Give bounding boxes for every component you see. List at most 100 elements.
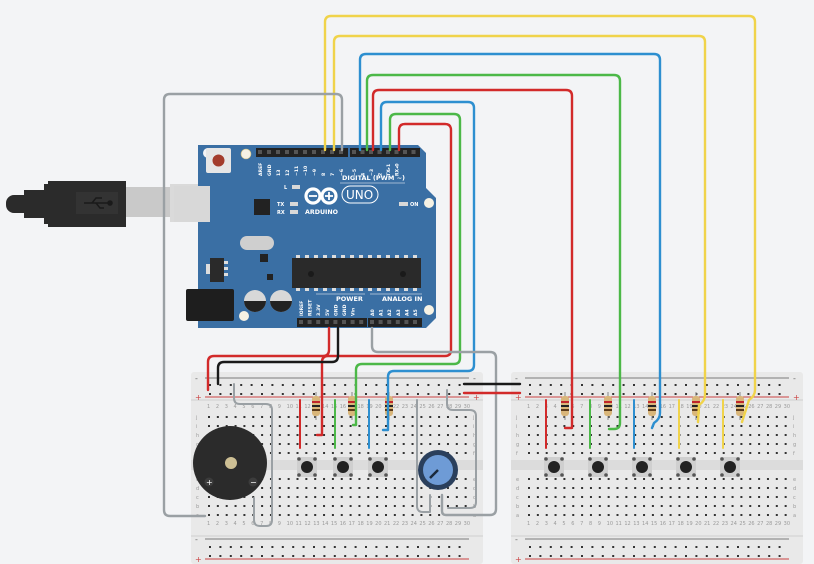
header-pin[interactable] (411, 150, 416, 154)
rail-hole[interactable] (560, 546, 563, 548)
rail-hole[interactable] (458, 393, 461, 395)
terminal-hole[interactable] (722, 452, 725, 454)
rail-hole[interactable] (591, 384, 594, 386)
terminal-hole[interactable] (669, 416, 672, 418)
terminal-hole[interactable] (775, 514, 778, 516)
header-pin[interactable] (394, 150, 399, 154)
rail-hole[interactable] (601, 393, 604, 395)
terminal-hole[interactable] (731, 478, 734, 480)
terminal-hole[interactable] (528, 443, 530, 445)
terminal-hole[interactable] (731, 416, 734, 418)
terminal-hole[interactable] (687, 434, 690, 436)
terminal-hole[interactable] (429, 425, 432, 427)
terminal-hole[interactable] (464, 416, 467, 418)
rail-hole[interactable] (292, 384, 295, 386)
rail-hole[interactable] (219, 393, 222, 395)
terminal-hole[interactable] (758, 443, 761, 445)
piezo-buzzer[interactable]: +− (193, 426, 267, 500)
rail-hole[interactable] (229, 384, 232, 386)
terminal-hole[interactable] (528, 514, 530, 516)
terminal-hole[interactable] (651, 434, 654, 436)
terminal-hole[interactable] (581, 505, 584, 507)
terminal-hole[interactable] (598, 425, 601, 427)
rail-hole[interactable] (250, 546, 253, 548)
terminal-hole[interactable] (358, 496, 361, 498)
rail-hole[interactable] (209, 555, 211, 557)
rail-hole[interactable] (685, 384, 687, 386)
terminal-hole[interactable] (607, 443, 610, 445)
terminal-hole[interactable] (589, 487, 592, 489)
rail-hole[interactable] (612, 546, 615, 548)
pushbutton-cap[interactable] (592, 461, 604, 473)
terminal-hole[interactable] (243, 505, 246, 507)
terminal-hole[interactable] (340, 434, 343, 436)
terminal-hole[interactable] (536, 443, 539, 445)
terminal-hole[interactable] (554, 514, 557, 516)
rail-hole[interactable] (612, 555, 615, 557)
terminal-hole[interactable] (687, 487, 690, 489)
terminal-hole[interactable] (278, 487, 281, 489)
terminal-hole[interactable] (234, 425, 237, 427)
terminal-hole[interactable] (455, 505, 458, 507)
rail-hole[interactable] (323, 393, 326, 395)
pushbutton-cap[interactable] (724, 461, 736, 473)
terminal-hole[interactable] (607, 487, 610, 489)
terminal-hole[interactable] (376, 425, 379, 427)
terminal-hole[interactable] (660, 443, 663, 445)
terminal-hole[interactable] (572, 416, 575, 418)
terminal-hole[interactable] (713, 416, 716, 418)
wire-buzzer-ground[interactable] (233, 383, 273, 527)
terminal-hole[interactable] (758, 487, 761, 489)
terminal-hole[interactable] (678, 487, 681, 489)
rail-hole[interactable] (240, 384, 243, 386)
terminal-hole[interactable] (713, 434, 716, 436)
terminal-hole[interactable] (678, 505, 681, 507)
terminal-hole[interactable] (651, 514, 654, 516)
terminal-hole[interactable] (713, 496, 716, 498)
terminal-hole[interactable] (278, 478, 281, 480)
terminal-hole[interactable] (607, 505, 610, 507)
rail-hole[interactable] (261, 546, 263, 548)
rail-hole[interactable] (674, 393, 677, 395)
rail-hole[interactable] (768, 546, 771, 548)
terminal-hole[interactable] (385, 478, 387, 480)
terminal-hole[interactable] (411, 478, 414, 480)
terminal-hole[interactable] (758, 416, 761, 418)
rail-hole[interactable] (323, 384, 326, 386)
terminal-hole[interactable] (687, 496, 690, 498)
terminal-hole[interactable] (287, 452, 290, 454)
terminal-hole[interactable] (758, 496, 761, 498)
rail-hole[interactable] (685, 393, 687, 395)
header-pin[interactable] (316, 320, 321, 324)
rail-hole[interactable] (406, 555, 409, 557)
terminal-hole[interactable] (323, 478, 326, 480)
terminal-hole[interactable] (545, 505, 548, 507)
terminal-hole[interactable] (331, 514, 334, 516)
terminal-hole[interactable] (376, 487, 379, 489)
terminal-hole[interactable] (393, 496, 396, 498)
terminal-hole[interactable] (536, 434, 539, 436)
rail-hole[interactable] (664, 555, 667, 557)
rail-hole[interactable] (427, 546, 430, 548)
terminal-hole[interactable] (323, 425, 326, 427)
terminal-hole[interactable] (446, 496, 449, 498)
terminal-hole[interactable] (713, 478, 716, 480)
terminal-hole[interactable] (438, 443, 441, 445)
rail-hole[interactable] (560, 384, 563, 386)
terminal-hole[interactable] (287, 425, 290, 427)
pushbutton[interactable] (333, 457, 353, 477)
header-pin[interactable] (333, 320, 338, 324)
terminal-hole[interactable] (269, 514, 272, 516)
terminal-hole[interactable] (358, 505, 361, 507)
terminal-hole[interactable] (634, 452, 637, 454)
terminal-hole[interactable] (528, 452, 530, 454)
terminal-hole[interactable] (464, 434, 467, 436)
terminal-hole[interactable] (598, 514, 601, 516)
terminal-hole[interactable] (616, 496, 619, 498)
rail-hole[interactable] (427, 384, 430, 386)
terminal-hole[interactable] (331, 452, 334, 454)
rail-hole[interactable] (427, 555, 430, 557)
terminal-hole[interactable] (225, 514, 228, 516)
terminal-hole[interactable] (420, 496, 423, 498)
